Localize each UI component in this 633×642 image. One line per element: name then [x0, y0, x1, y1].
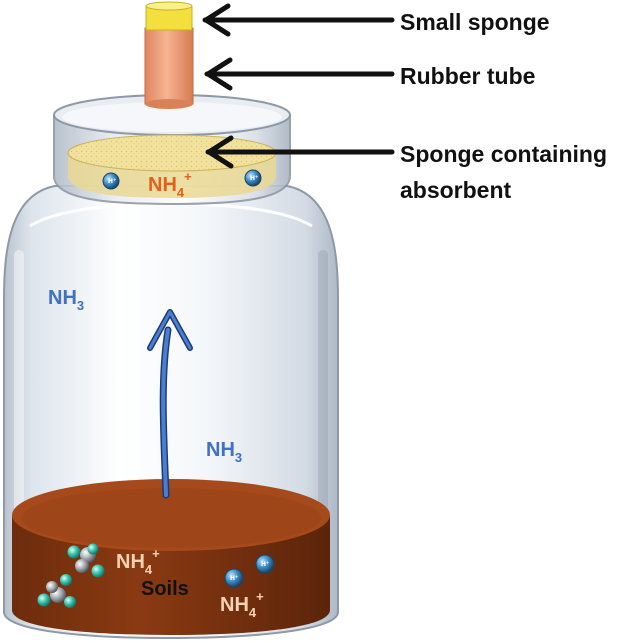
nh4-lid-label: NH4+	[148, 169, 192, 200]
h-ion-text: H+	[230, 574, 238, 582]
nh4-soil-right-label: NH4+	[220, 589, 264, 620]
small-sponge-label: Small sponge	[400, 9, 550, 35]
rubber-tube-pointer	[204, 57, 395, 91]
h-ion-text: H+	[261, 560, 269, 568]
ammonium-molecule-icon	[37, 574, 76, 608]
h-ion-icon	[102, 172, 120, 190]
h-ion-lid-left: H+	[102, 172, 120, 190]
rubber-tube-bottom	[145, 99, 193, 109]
sponge-absorbent-label-line1: Sponge containing	[400, 141, 607, 167]
rubber-tube	[144, 27, 194, 105]
h-ion-text: H+	[250, 174, 258, 182]
tube-assembly	[144, 1, 194, 109]
nh3-upper-label: NH3	[48, 287, 84, 313]
h-ion-soil-left: H+	[224, 568, 244, 588]
molecule-atom-grey	[75, 559, 89, 573]
small-sponge-top	[145, 1, 193, 11]
small-sponge-pointer	[202, 3, 395, 37]
molecule-atom-teal	[91, 564, 105, 578]
lid-top-inner	[62, 102, 282, 132]
h-ion-lid-right: H+	[244, 169, 262, 187]
molecule-atom-teal	[67, 545, 81, 559]
h-ion-icon	[224, 568, 244, 588]
callout-arrows	[202, 3, 395, 169]
molecule-atom-grey	[46, 581, 58, 593]
soils-label: Soils	[141, 578, 189, 600]
ammonium-molecule-icon	[67, 543, 105, 578]
nh3-flow-arrow	[147, 309, 193, 499]
soil	[12, 479, 330, 635]
rubber-tube-label: Rubber tube	[400, 63, 535, 89]
sponge-absorbent-label-line2: absorbent	[400, 177, 512, 203]
absorbent-sponge-pointer	[205, 135, 395, 169]
nh3-arrow-shaft-inner	[161, 328, 170, 497]
molecule-atom-teal	[64, 596, 76, 608]
h-ion-text: H+	[108, 177, 116, 185]
h-ion-icon	[255, 554, 275, 574]
molecule-atom-teal	[60, 574, 72, 586]
h-ion-icon	[244, 169, 262, 187]
soil-top-shade	[21, 488, 321, 548]
h-ion-soil-right: H+	[255, 554, 275, 574]
molecule-atom-teal	[37, 593, 51, 607]
molecule-atom-teal	[87, 543, 99, 555]
nh3-arrowhead-inner	[148, 310, 192, 350]
nh3-lower-label: NH3	[206, 439, 242, 465]
nh4-soil-left-label: NH4+	[116, 546, 160, 577]
